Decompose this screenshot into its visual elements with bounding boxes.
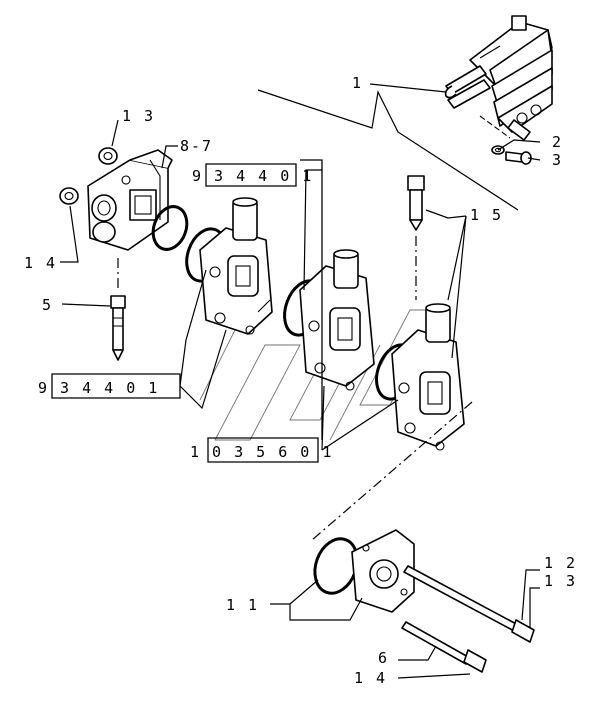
tie-rod-short-icon bbox=[401, 621, 487, 673]
callout-3: 3 bbox=[552, 151, 563, 169]
callout-14-bottom: 1 4 bbox=[354, 669, 387, 687]
cap-14-icon bbox=[59, 187, 79, 205]
callout-15: 1 5 bbox=[470, 206, 503, 224]
kit-label-upper: 9 3 4 4 0 1 bbox=[192, 167, 313, 185]
cap-13-icon bbox=[98, 147, 118, 165]
kit-label-lower: 9 3 4 4 0 1 bbox=[38, 379, 159, 397]
callout-6: 6 bbox=[378, 649, 389, 667]
leader-lines bbox=[60, 83, 541, 679]
valve-section-icon bbox=[199, 197, 465, 451]
assembled-valve-icon bbox=[444, 15, 553, 141]
callout-1: 1 bbox=[352, 74, 363, 92]
kit-bracket-upper bbox=[300, 159, 323, 440]
outlet-cover-icon bbox=[351, 529, 415, 613]
callout-8-7: 8-7 bbox=[180, 137, 213, 155]
callout-14-left: 1 4 bbox=[24, 254, 57, 272]
tie-rod-long-icon bbox=[403, 565, 535, 643]
callout-13-bottom: 1 3 bbox=[544, 572, 577, 590]
callout-11: 1 1 bbox=[226, 596, 259, 614]
callout-2: 2 bbox=[552, 133, 563, 151]
inlet-cover-icon bbox=[87, 149, 173, 251]
kit-label-middle: 1 0 3 5 6 0 1 bbox=[190, 443, 333, 461]
callout-12: 1 2 bbox=[544, 554, 577, 572]
relief-valve-icon bbox=[110, 295, 126, 361]
callout-13-top: 1 3 bbox=[122, 107, 155, 125]
callout-5: 5 bbox=[42, 296, 53, 314]
screw-icon bbox=[505, 151, 532, 165]
relief-valve-15-icon bbox=[407, 175, 425, 231]
